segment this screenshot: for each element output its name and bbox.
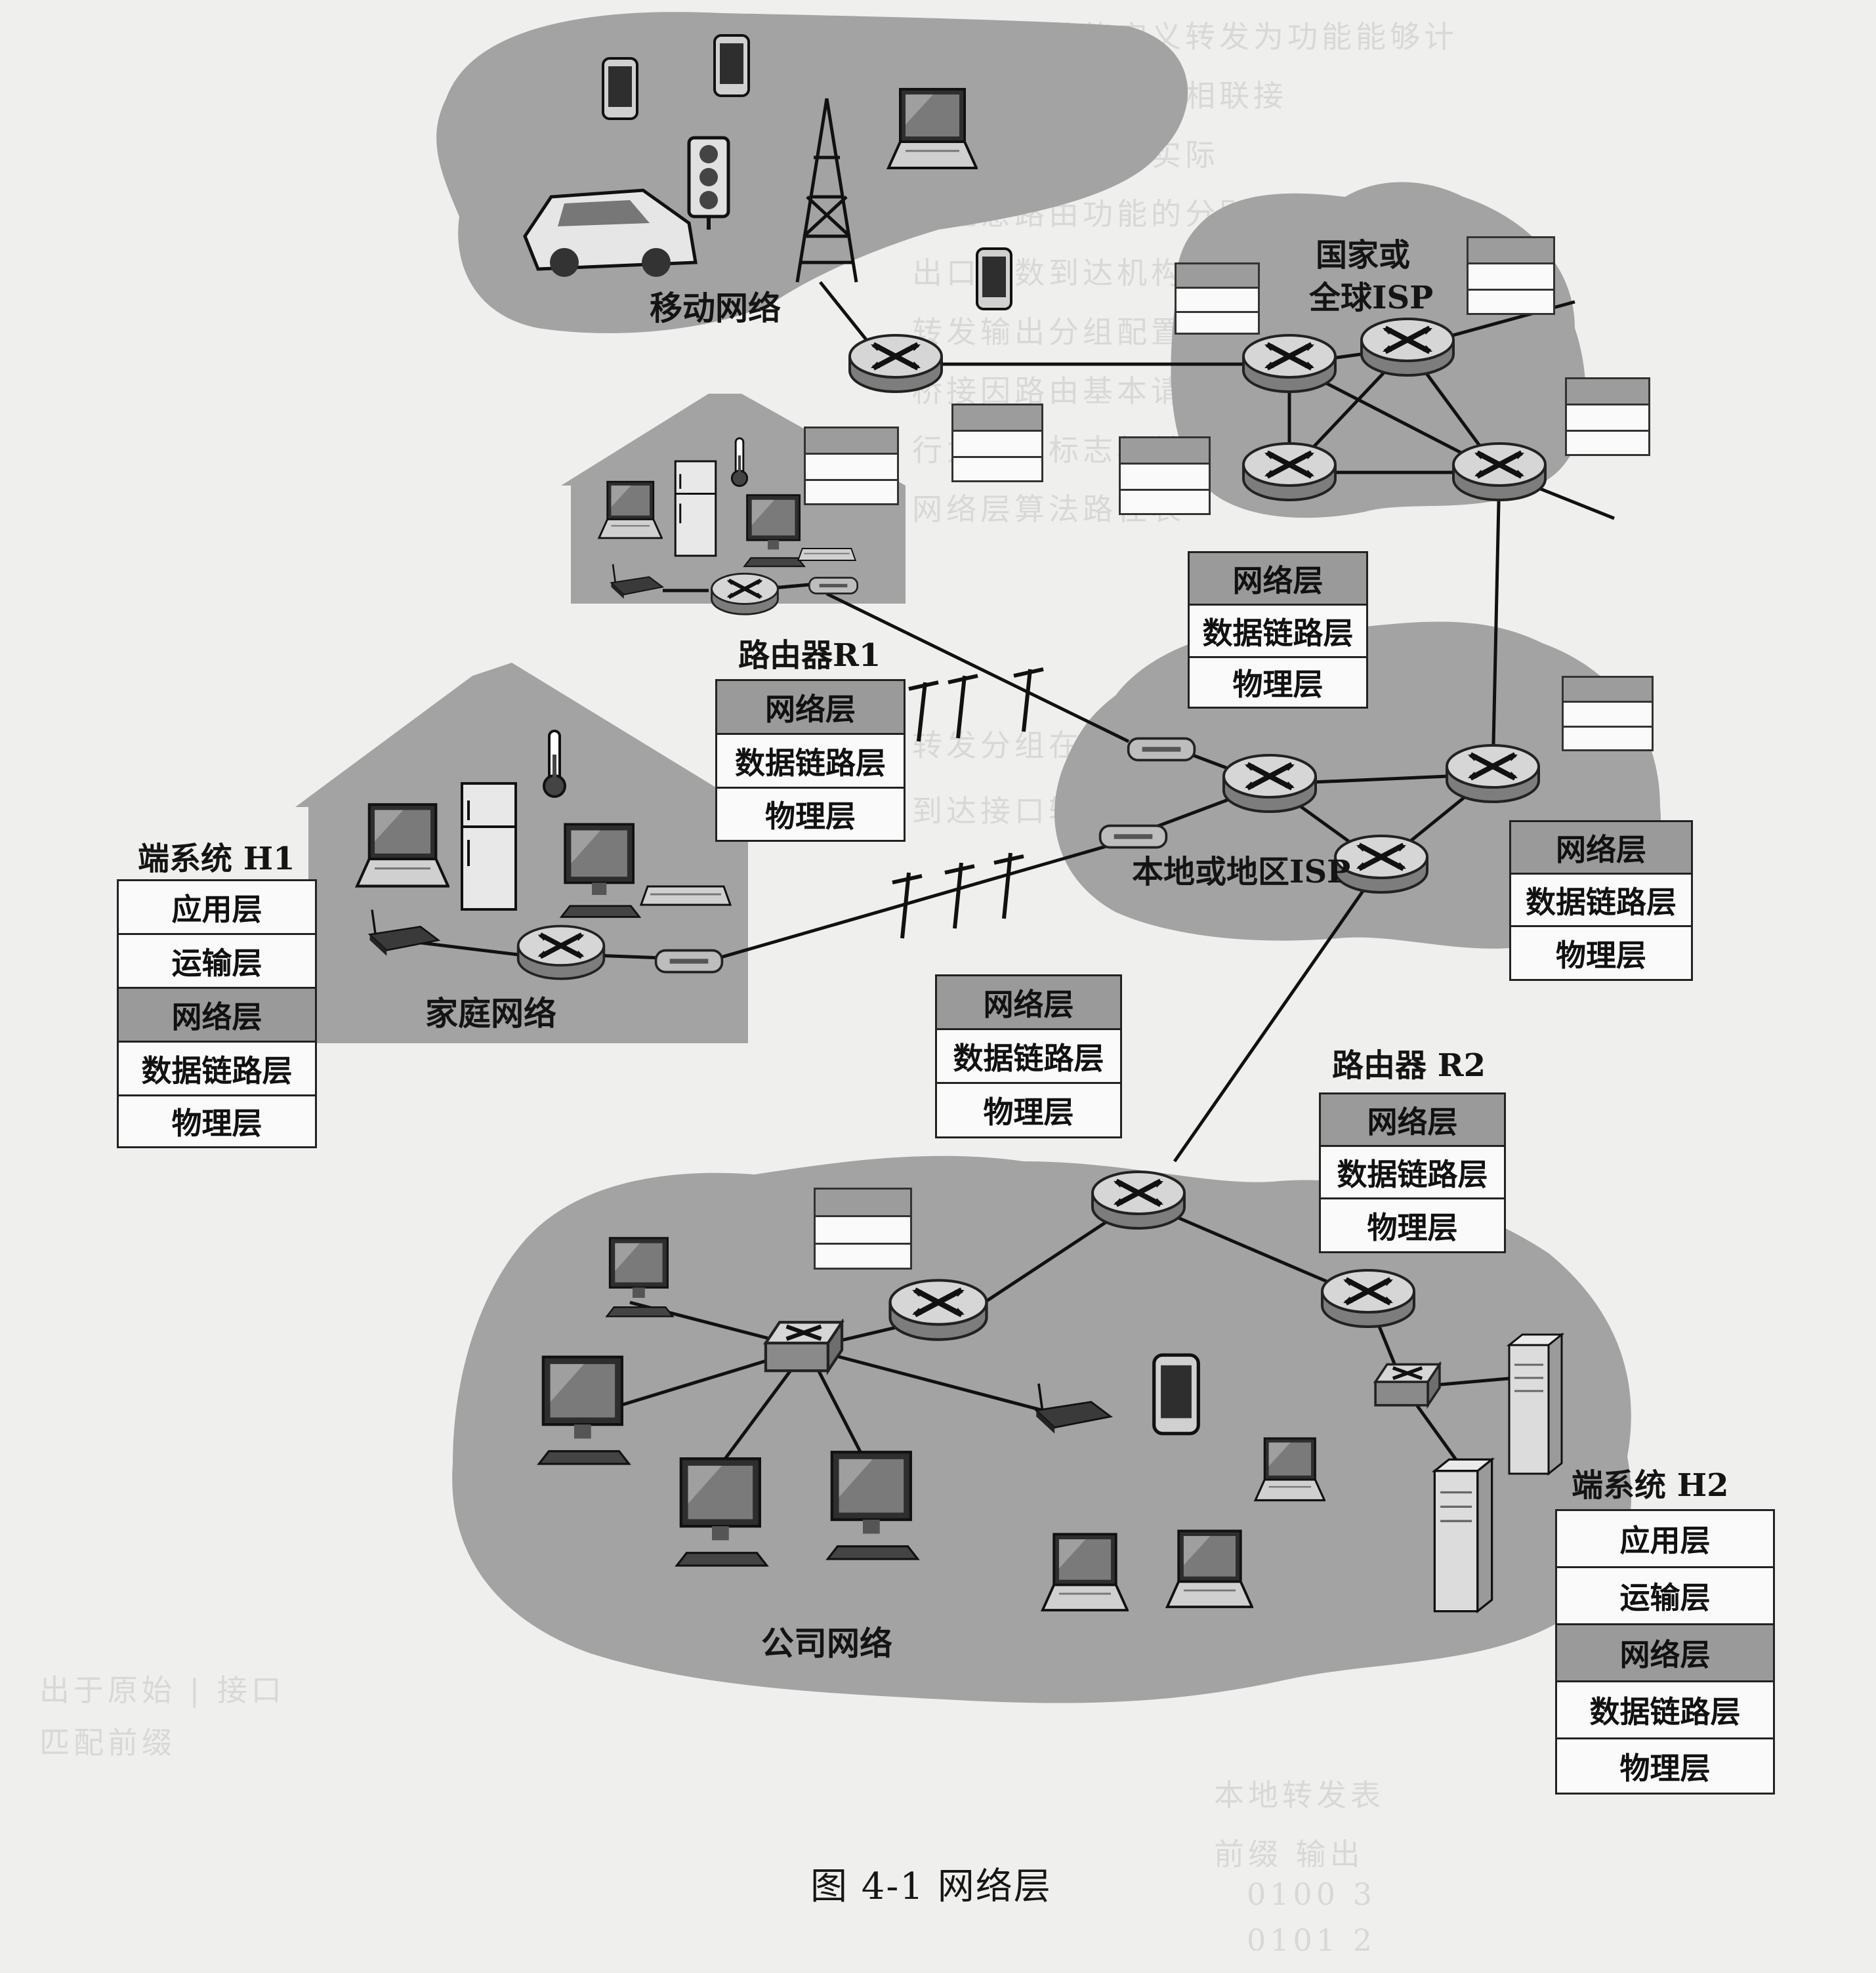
isp-label-line2: 全球ISP bbox=[1309, 282, 1433, 314]
host-h1-protocol-stack: 应用层 运输层 网络层 数据链路层 物理层 bbox=[117, 879, 317, 1148]
layer-transport: 运输层 bbox=[1557, 1568, 1773, 1625]
router-icon bbox=[1453, 444, 1545, 500]
layer-network: 网络层 bbox=[1190, 553, 1366, 606]
layer-physical: 物理层 bbox=[1511, 927, 1691, 979]
router-icon bbox=[1243, 335, 1335, 392]
layer-network: 网络层 bbox=[1321, 1094, 1504, 1147]
layer-data-link: 数据链路层 bbox=[119, 1043, 315, 1096]
layer-physical: 物理层 bbox=[119, 1096, 315, 1146]
router-r1-protocol-stack: 网络层 数据链路层 物理层 bbox=[715, 679, 906, 842]
layer-network: 网络层 bbox=[1557, 1625, 1773, 1682]
host-h2-label: 端系统 H2 bbox=[1572, 1470, 1728, 1501]
router-icon bbox=[712, 573, 778, 614]
fridge-icon bbox=[462, 783, 516, 909]
layer-application: 应用层 bbox=[1557, 1511, 1773, 1568]
table-icon bbox=[1175, 262, 1260, 335]
keyboard-icon bbox=[641, 886, 730, 905]
tablet-icon bbox=[1154, 1355, 1199, 1434]
router-icon bbox=[518, 926, 604, 978]
mid-router-protocol-stack: 网络层 数据链路层 物理层 bbox=[935, 974, 1122, 1138]
table-icon bbox=[1565, 377, 1650, 456]
laptop-icon bbox=[1043, 1534, 1127, 1610]
laptop-icon bbox=[599, 482, 662, 538]
router-r2-protocol-stack: 网络层 数据链路层 物理层 bbox=[1319, 1092, 1506, 1253]
layer-data-link: 数据链路层 bbox=[1321, 1147, 1504, 1199]
layer-data-link: 数据链路层 bbox=[717, 735, 904, 789]
table-icon bbox=[951, 404, 1043, 482]
traffic-light-icon bbox=[689, 138, 728, 230]
figure-caption: 图 4-1 网络层 bbox=[810, 1857, 1052, 1910]
layer-network: 网络层 bbox=[717, 681, 904, 735]
layer-physical: 物理层 bbox=[717, 789, 904, 840]
local-isp-label: 本地或地区ISP bbox=[1132, 856, 1350, 888]
table-icon bbox=[1119, 436, 1211, 515]
router-icon bbox=[1447, 745, 1539, 802]
home-lower-house bbox=[295, 663, 748, 1043]
router-icon bbox=[1322, 1270, 1414, 1327]
table-icon bbox=[1562, 676, 1654, 751]
modem-icon bbox=[1129, 739, 1195, 760]
layer-application: 应用层 bbox=[119, 881, 315, 935]
modem-icon bbox=[1100, 826, 1167, 848]
modem-icon bbox=[809, 578, 857, 594]
isp-label-line1: 国家或 bbox=[1316, 239, 1410, 271]
mobile-network-cloud bbox=[436, 12, 1188, 333]
layer-physical: 物理层 bbox=[1321, 1199, 1504, 1251]
switch-icon bbox=[1375, 1364, 1440, 1405]
router-r1-label: 路由器R1 bbox=[738, 640, 881, 671]
layer-network: 网络层 bbox=[1511, 822, 1691, 875]
layer-network: 网络层 bbox=[119, 989, 315, 1043]
router-icon bbox=[890, 1280, 987, 1339]
table-icon bbox=[814, 1188, 912, 1270]
enterprise-network-label: 公司网络 bbox=[761, 1627, 892, 1660]
layer-data-link: 数据链路层 bbox=[1557, 1682, 1773, 1739]
layer-physical: 物理层 bbox=[1557, 1739, 1773, 1793]
host-h2-protocol-stack: 应用层 运输层 网络层 数据链路层 物理层 bbox=[1555, 1509, 1775, 1795]
router-icon bbox=[1093, 1172, 1184, 1228]
table-icon bbox=[1467, 236, 1555, 315]
phone-icon bbox=[977, 249, 1011, 309]
layer-physical: 物理层 bbox=[937, 1084, 1120, 1136]
router-icon bbox=[1224, 755, 1316, 812]
utility-poles bbox=[892, 669, 1043, 938]
home-network-label: 家庭网络 bbox=[425, 997, 556, 1030]
layer-data-link: 数据链路层 bbox=[1190, 606, 1366, 658]
router-icon bbox=[1362, 319, 1453, 375]
router-r2-label: 路由器 R2 bbox=[1332, 1050, 1486, 1081]
laptop-icon bbox=[888, 89, 976, 168]
router-icon bbox=[1243, 444, 1335, 500]
switch-icon bbox=[766, 1322, 842, 1371]
laptop-icon bbox=[1255, 1438, 1324, 1500]
layer-physical: 物理层 bbox=[1190, 658, 1366, 707]
layer-transport: 运输层 bbox=[119, 935, 315, 989]
right-router-protocol-stack: 网络层 数据链路层 物理层 bbox=[1509, 820, 1693, 981]
layer-data-link: 数据链路层 bbox=[937, 1030, 1120, 1084]
server-icon bbox=[1434, 1459, 1491, 1611]
phone-icon bbox=[603, 58, 637, 119]
layer-data-link: 数据链路层 bbox=[1511, 875, 1691, 927]
host-h1-label: 端系统 H1 bbox=[138, 843, 295, 875]
modem-icon bbox=[656, 951, 722, 972]
keyboard-icon bbox=[798, 549, 855, 560]
fridge-icon bbox=[675, 461, 716, 556]
server-icon bbox=[1509, 1335, 1562, 1474]
mobile-network-label: 移动网络 bbox=[650, 292, 781, 325]
router-icon bbox=[850, 335, 942, 392]
table-icon bbox=[804, 426, 899, 505]
phone-icon bbox=[715, 35, 749, 96]
laptop-icon bbox=[1167, 1531, 1252, 1607]
layer-network: 网络层 bbox=[937, 976, 1120, 1030]
laptop-icon bbox=[357, 804, 448, 886]
isp-router-protocol-stack: 网络层 数据链路层 物理层 bbox=[1188, 551, 1368, 709]
